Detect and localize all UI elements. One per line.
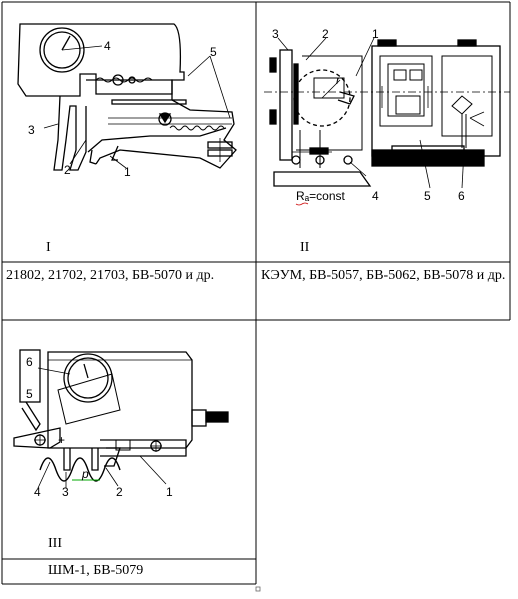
cell-iii-roman: III	[48, 536, 62, 551]
label-ii-1: 1	[372, 27, 379, 41]
table-grid	[1, 1, 511, 585]
label-iii-3: 3	[62, 485, 69, 499]
cell-ii-roman: II	[300, 240, 310, 255]
label-ii-3: 3	[272, 27, 279, 41]
label-iii-1: 1	[166, 485, 173, 499]
caption-ii: КЭУМ, БВ-5057, БВ-5062, БВ-5078 и др.	[261, 268, 506, 283]
label-iii-p: p	[81, 467, 89, 481]
label-ii-r: r	[336, 73, 341, 87]
label-iii-2: 2	[116, 485, 123, 499]
cell-i-roman: I	[46, 240, 51, 255]
label-i-4: 4	[104, 39, 111, 53]
formula-ra: Rₐ=const	[296, 189, 345, 203]
diagram-ii-labels: 1 2 3 4 5 6 r Rₐ=const	[272, 27, 465, 203]
label-i-3: 3	[28, 123, 35, 137]
caption-i: 21802, 21702, 21703, БВ-5070 и др.	[6, 268, 215, 283]
label-i-1: 1	[124, 165, 131, 179]
diagram-i	[17, 23, 237, 171]
label-ii-5: 5	[424, 189, 431, 203]
diagram-iii-labels: 1 2 3 4 5 6 p +	[26, 355, 173, 499]
label-iii-6: 6	[26, 355, 33, 369]
label-ii-6: 6	[458, 189, 465, 203]
label-i-5: 5	[210, 45, 217, 59]
spellcheck-underline	[295, 202, 309, 206]
diagram-iii	[13, 349, 229, 489]
resize-handle	[255, 586, 261, 592]
label-i-2: 2	[64, 163, 71, 177]
label-iii-5: 5	[26, 387, 33, 401]
label-ii-4: 4	[372, 189, 379, 203]
label-ii-2: 2	[322, 27, 329, 41]
caption-iii: ШМ-1, БВ-5079	[48, 563, 144, 578]
label-iii-4: 4	[34, 485, 41, 499]
diagram-ii	[264, 37, 510, 189]
label-iii-plus: +	[58, 433, 65, 447]
diagram-i-labels: 1 2 3 4 5	[28, 39, 217, 179]
